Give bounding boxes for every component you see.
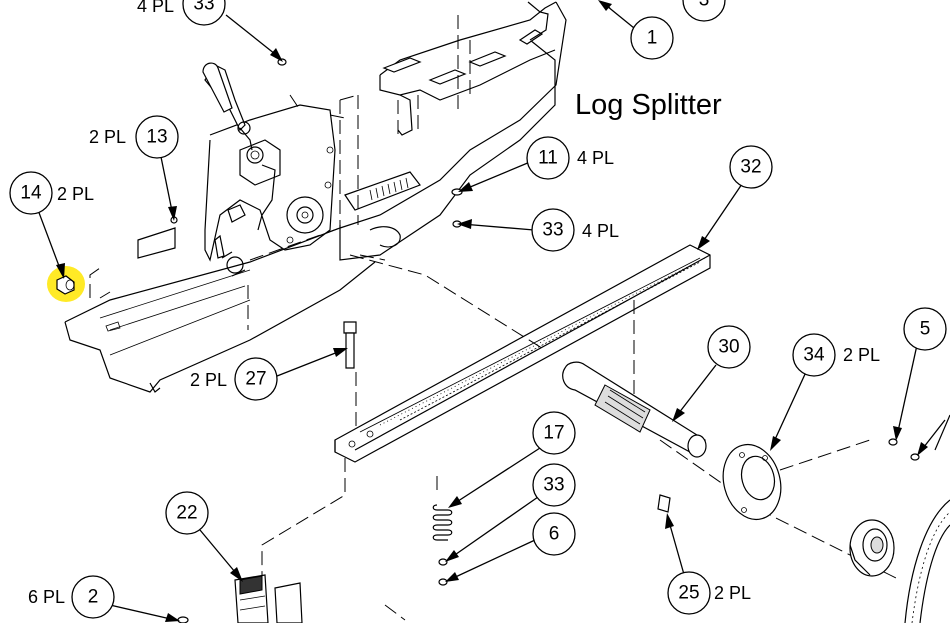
svg-text:14: 14	[20, 183, 42, 204]
svg-text:33: 33	[543, 475, 564, 496]
svg-text:25: 25	[678, 583, 699, 604]
svg-text:27: 27	[245, 369, 266, 390]
callout-33-top-qty: 4 PL	[137, 0, 174, 16]
callout-33-low[interactable]: 33	[532, 463, 576, 507]
rack-part-32	[261, 244, 711, 575]
callout-11-qty: 4 PL	[577, 148, 614, 168]
part-14-highlight[interactable]	[47, 266, 85, 302]
leader-lines	[37, 0, 946, 622]
wheel-hub-assembly	[849, 499, 950, 623]
callout-30[interactable]: 30	[707, 325, 751, 369]
svg-text:33: 33	[542, 220, 563, 241]
callout-1[interactable]: 1	[630, 16, 674, 60]
flange-part-34	[722, 443, 782, 521]
bracket-part-22	[177, 574, 406, 623]
callout-25[interactable]: 25	[667, 571, 711, 615]
svg-text:11: 11	[538, 148, 558, 169]
callout-34[interactable]: 34	[792, 333, 836, 377]
callout-13-qty: 2 PL	[89, 127, 126, 147]
shaft-part-30	[562, 361, 707, 513]
diagram-title: Log Splitter	[575, 89, 722, 121]
svg-text:3: 3	[699, 0, 710, 11]
main-frame-assembly	[64, 1, 567, 393]
svg-text:32: 32	[740, 157, 761, 178]
svg-text:1: 1	[647, 28, 658, 49]
spring-part-17	[432, 504, 453, 586]
callout-2-qty: 6 PL	[28, 587, 65, 607]
callout-6[interactable]: 6	[532, 512, 576, 556]
callout-2[interactable]: 2	[71, 575, 115, 619]
callout-14-qty: 2 PL	[57, 184, 94, 204]
svg-text:2: 2	[88, 587, 99, 608]
callout-33-mid[interactable]: 33	[531, 208, 575, 252]
callout-14[interactable]: 14	[9, 171, 53, 215]
callout-11[interactable]: 11	[526, 136, 570, 180]
callout-22[interactable]: 22	[165, 491, 209, 535]
svg-text:33: 33	[193, 0, 214, 15]
callout-27-qty: 2 PL	[190, 370, 227, 390]
callout-34-qty: 2 PL	[843, 345, 880, 365]
svg-text:6: 6	[549, 524, 560, 545]
svg-text:5: 5	[920, 319, 931, 340]
callout-33-mid-qty: 4 PL	[582, 221, 619, 241]
svg-text:13: 13	[146, 127, 167, 148]
callout-17[interactable]: 17	[532, 411, 576, 455]
svg-text:34: 34	[803, 345, 825, 366]
callout-13[interactable]: 13	[135, 115, 179, 159]
hardware-near-5	[888, 414, 950, 461]
callout-33-top[interactable]: 33	[182, 0, 226, 26]
callout-27[interactable]: 27	[234, 357, 278, 401]
svg-text:30: 30	[718, 337, 739, 358]
svg-text:22: 22	[176, 503, 197, 524]
callout-25-qty: 2 PL	[714, 583, 751, 603]
bolt-part-27	[343, 321, 357, 369]
callout-32[interactable]: 32	[729, 145, 773, 189]
callout-3[interactable]: 3	[682, 0, 726, 22]
callout-5[interactable]: 5	[903, 307, 947, 351]
svg-text:17: 17	[543, 423, 564, 444]
